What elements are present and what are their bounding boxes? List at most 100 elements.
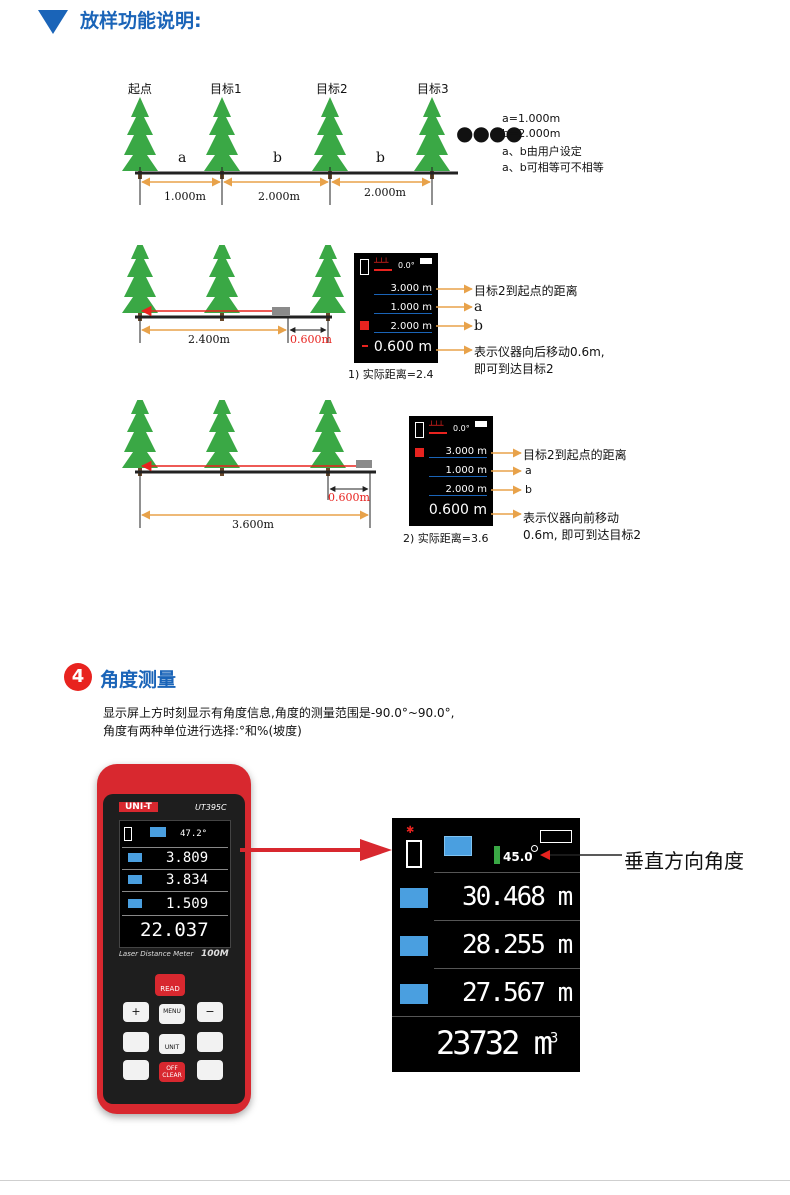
section-number-badge: 4 — [64, 663, 92, 691]
off-label: OFF — [166, 1065, 178, 1072]
dim3-offset: 0.600m — [328, 491, 370, 504]
lcd3-main: 0.600 m — [428, 502, 487, 518]
device-icon — [360, 259, 369, 275]
lcd3-row-3: 2.000 m — [429, 484, 487, 496]
lcd-panel-3: ┴┴┴ 0.0° 3.000 m 1.000 m 2.000 m 0.600 m — [409, 416, 493, 526]
degree-circle-icon — [531, 845, 538, 852]
read-button[interactable]: READ — [155, 974, 185, 996]
device-row2: 3.834 — [166, 872, 209, 888]
tree-label-target2: 目标2 — [316, 82, 348, 96]
lcd-main-2: 0.600 m — [373, 339, 432, 355]
lcd-row-3: 2.000 m — [374, 321, 432, 333]
callout3-target-distance: 目标2到起点的距离 — [523, 448, 627, 462]
unit-button-label: UNIT — [164, 1044, 180, 1051]
note-a-value: a=1.000m — [502, 112, 561, 125]
menu-button[interactable]: MENU — [159, 1004, 185, 1024]
device-subtitle: Laser Distance Meter — [119, 950, 194, 958]
lcd3-row-2: 1.000 m — [429, 465, 487, 477]
minus-button[interactable]: − — [197, 1002, 223, 1022]
home-red-icon — [415, 448, 424, 457]
lcd-panel-2: ┴┴┴ 0.0° 3.000 m 1.000 m 2.000 m 0.600 m — [354, 253, 438, 363]
zoom-pointer-arrow — [240, 839, 392, 861]
battery-icon — [420, 258, 432, 264]
device-model: UT395C — [195, 803, 227, 812]
callout3-a: a — [525, 464, 532, 477]
bottom-divider — [0, 1180, 790, 1181]
callout-arrows-2 — [436, 284, 473, 355]
section-angle-title: 角度测量 — [100, 669, 177, 691]
tree-label-target3: 目标3 — [417, 82, 449, 96]
callout2-a: a — [474, 299, 483, 315]
device-outline-icon — [406, 840, 422, 868]
laser-icon: ✱ — [406, 825, 415, 836]
zoom-angle: 45.0 — [503, 850, 533, 864]
save-button[interactable] — [197, 1060, 223, 1080]
off-clear-button[interactable]: OFF CLEAR — [159, 1062, 185, 1082]
note-b-value: b=2.000m — [502, 127, 561, 140]
zoom-main: 23732 m3 — [436, 1024, 559, 1062]
callout2-reach: 即可到达目标2 — [474, 362, 554, 376]
battery-icon — [540, 830, 572, 843]
lcd3-row-1: 3.000 m — [429, 446, 487, 458]
callout3-b: b — [525, 483, 532, 496]
minus-sign — [362, 345, 368, 347]
zoom-row1: 30.468 m — [462, 882, 573, 912]
callout-arrows-3 — [491, 448, 522, 519]
device-brand: UNI-T — [119, 802, 158, 812]
vertical-angle-callout-arrow — [540, 850, 622, 860]
cube-icon — [150, 827, 166, 837]
zoom-main-value: 23732 m — [436, 1024, 553, 1062]
caption-2: 1) 实际距离=2.4 — [348, 368, 434, 381]
reference-button[interactable] — [123, 1060, 149, 1080]
cube-icon — [128, 899, 142, 908]
cube-icon — [444, 836, 472, 856]
dim2-total: 2.400m — [188, 333, 230, 346]
mode-icon: ┴┴┴ — [374, 259, 392, 271]
caption-3: 2) 实际距离=3.6 — [403, 532, 489, 545]
zoom-row3: 27.567 m — [462, 978, 573, 1008]
zoomed-screen: ✱ 45.0 30.468 m 28.255 m 27.567 m 23732 … — [392, 818, 580, 1072]
clear-label: CLEAR — [162, 1072, 182, 1079]
tree-target3-icon — [414, 97, 450, 179]
callout3-move-forward: 表示仪器向前移动 — [523, 511, 620, 525]
tree-target1-icon — [204, 97, 240, 179]
area-button[interactable] — [123, 1032, 149, 1052]
angle-button[interactable] — [197, 1032, 223, 1052]
plus-button[interactable]: + — [123, 1002, 149, 1022]
battery-icon — [475, 421, 487, 427]
unit-button[interactable]: UNIT — [159, 1034, 185, 1054]
device-main: 22.037 — [140, 919, 209, 941]
device-row3: 1.509 — [166, 896, 209, 912]
callout2-b: b — [474, 318, 483, 334]
cube-icon — [128, 853, 142, 862]
ellipsis-dots-icon: ●●●● — [456, 121, 523, 145]
cube-icon — [400, 888, 428, 908]
dim-label-1: 1.000m — [164, 190, 206, 203]
vertical-angle-callout: 垂直方向角度 — [624, 849, 744, 873]
tree-label-target1: 目标1 — [210, 82, 242, 96]
menu-button-label: MENU — [163, 1008, 181, 1015]
segment-letter-b1: b — [273, 150, 282, 166]
lcd-row-1: 3.000 m — [374, 283, 432, 295]
angle-desc-line1: 显示屏上方时刻显示有角度信息,角度的测量范围是-90.0°~90.0°, — [103, 706, 455, 720]
cube-icon — [128, 875, 142, 884]
cube-icon — [400, 984, 428, 1004]
lcd3-angle: 0.0° — [453, 424, 470, 433]
setout-diagram-1 — [122, 97, 458, 205]
device-row1: 3.809 — [166, 850, 209, 866]
callout2-target-distance: 目标2到起点的距离 — [474, 284, 578, 298]
laser-distance-meter-device: UNI-T UT395C 47.2° 3.809 3.834 1.509 22.… — [97, 764, 251, 1114]
zoom-main-sup: 3 — [549, 1030, 559, 1047]
section-setout-title: 放样功能说明: — [80, 10, 202, 32]
lcd-angle: 0.0° — [398, 261, 415, 270]
tree-target2-icon — [312, 97, 348, 179]
tree-label-start: 起点 — [128, 82, 153, 96]
level-bar-icon — [494, 846, 500, 864]
dim2-offset: 0.600m — [290, 333, 332, 346]
home-red-icon — [360, 321, 369, 330]
callout3-reach: 0.6m, 即可到达目标2 — [523, 528, 642, 542]
note-user-set: a、b由用户设定 — [502, 145, 582, 158]
section-triangle-icon — [38, 10, 68, 34]
dim3-total: 3.600m — [232, 518, 274, 531]
zoom-row2: 28.255 m — [462, 930, 573, 960]
